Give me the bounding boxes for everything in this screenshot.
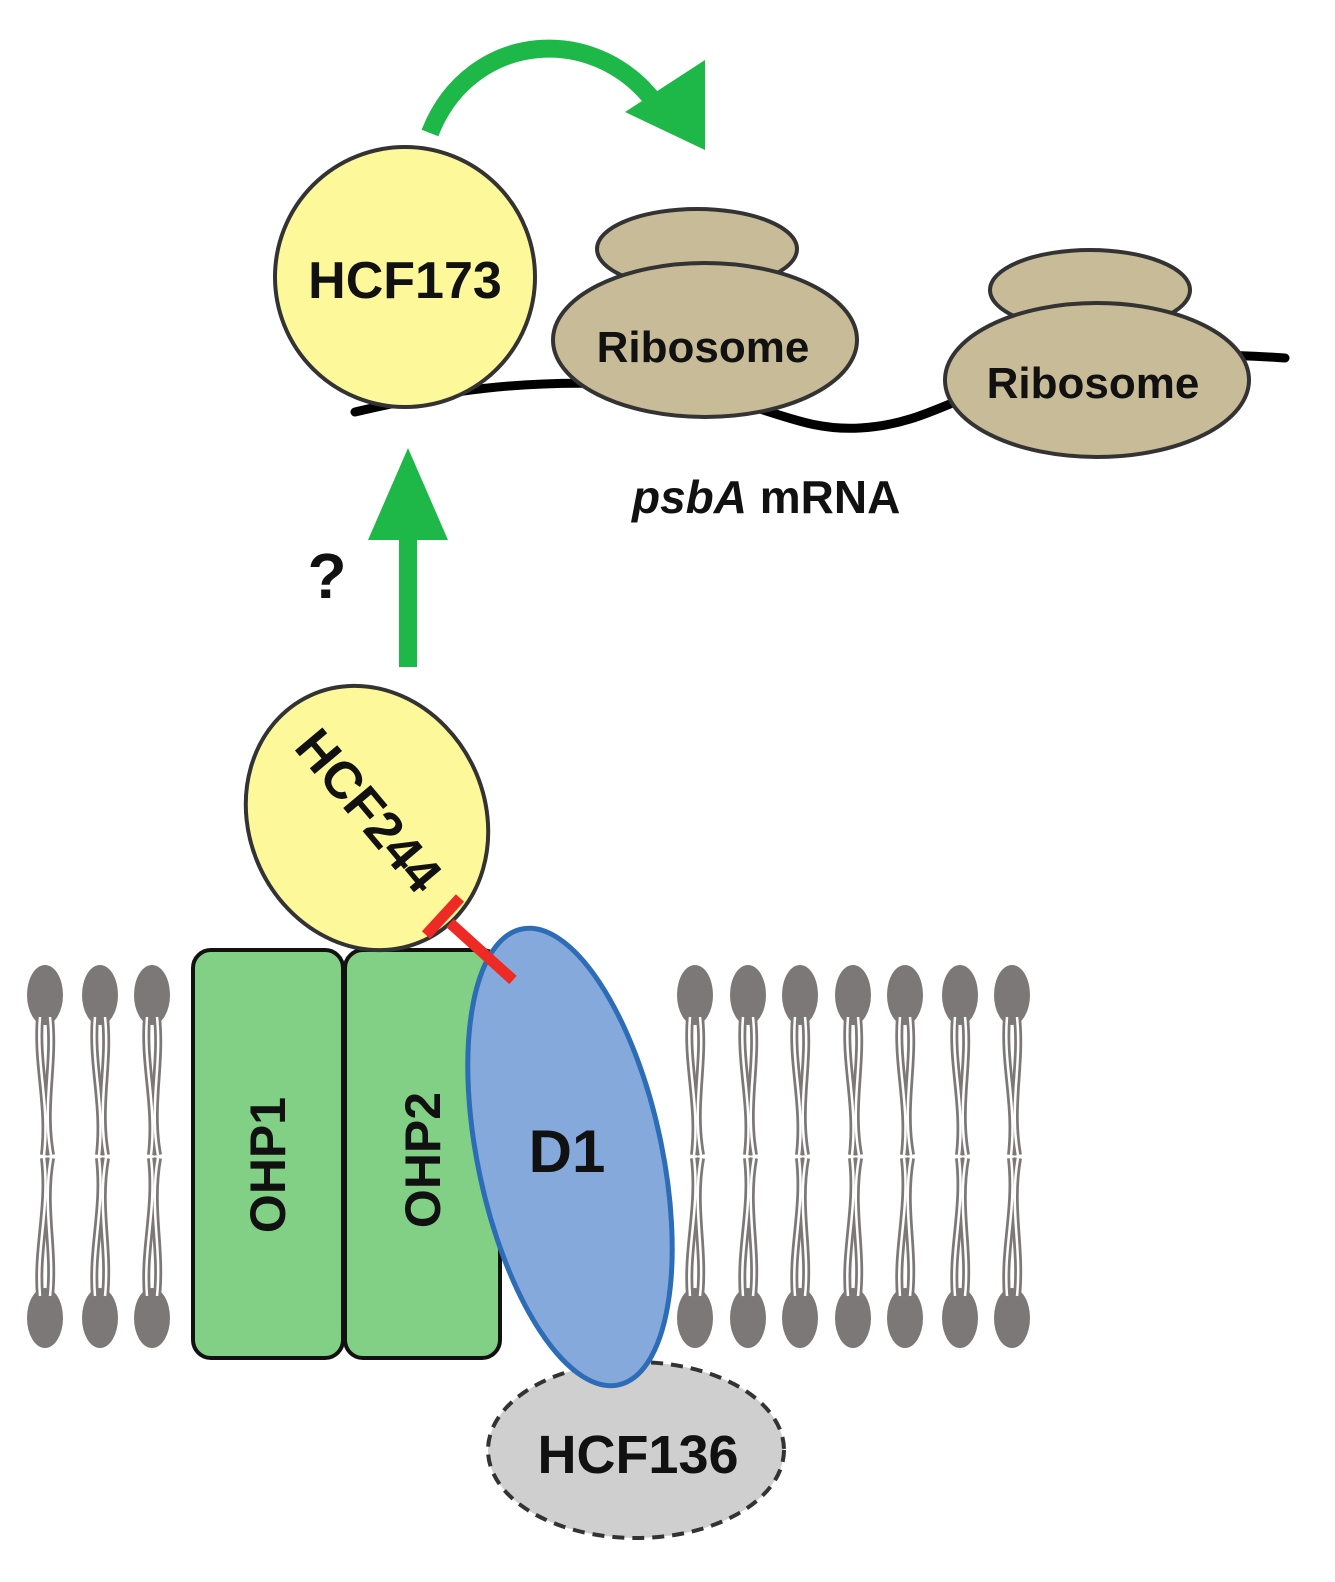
ribosome-large-subunit xyxy=(551,261,859,419)
lipid-top xyxy=(835,965,871,1155)
mrna-suffix: mRNA xyxy=(747,471,900,523)
question-mark: ? xyxy=(307,540,346,612)
lipid-top xyxy=(994,965,1030,1155)
lipid-top xyxy=(82,965,118,1155)
lipid-bottom xyxy=(134,1158,170,1348)
psba-gene-name: psbA xyxy=(630,471,747,523)
lipid-top xyxy=(942,965,978,1155)
ohp1-label: OHP1 xyxy=(240,1097,296,1233)
lipid-top xyxy=(730,965,766,1155)
lipid-bottom xyxy=(730,1158,766,1348)
hcf173: HCF173 xyxy=(273,145,537,409)
lipid-bottom xyxy=(835,1158,871,1348)
curved-activation-arrow xyxy=(421,39,705,150)
hcf173-label: HCF173 xyxy=(308,252,502,310)
lipid-bottom xyxy=(27,1158,63,1348)
ohp1: OHP1 xyxy=(191,948,345,1360)
d1: D1 xyxy=(465,925,675,1389)
lipid-bottom xyxy=(942,1158,978,1348)
lipid-top xyxy=(782,965,818,1155)
lipid-top xyxy=(27,965,63,1155)
d1-ellipse xyxy=(465,925,675,1389)
lipid-top xyxy=(134,965,170,1155)
lipid-top xyxy=(677,965,713,1155)
ribosome-2: Ribosome xyxy=(943,248,1251,459)
ribosome-large-subunit xyxy=(943,301,1251,459)
hcf244: HCF244 xyxy=(243,683,491,953)
hcf173-circle xyxy=(273,145,537,409)
ribosome-2-label: Ribosome xyxy=(987,359,1200,408)
lipid-bilayer-right xyxy=(677,965,1030,1348)
lipid-bottom xyxy=(994,1158,1030,1348)
hcf136-label: HCF136 xyxy=(537,1425,738,1485)
lipid-top xyxy=(887,965,923,1155)
psba-mrna-label: psbA mRNA xyxy=(630,471,900,523)
ohp2-label: OHP2 xyxy=(395,1092,451,1228)
ribosome-1-label: Ribosome xyxy=(597,323,810,372)
hcf244-ellipse xyxy=(243,683,491,953)
vertical-activation-arrow xyxy=(368,448,448,667)
d1-label: D1 xyxy=(529,1118,606,1185)
ribosome-1: Ribosome xyxy=(551,207,859,419)
lipid-bottom xyxy=(887,1158,923,1348)
lipid-bilayer-left xyxy=(27,965,170,1348)
inhibition-line xyxy=(421,894,517,985)
lipid-bottom xyxy=(782,1158,818,1348)
lipid-bottom xyxy=(82,1158,118,1348)
ohp2: OHP2 xyxy=(343,948,502,1360)
lipid-bottom xyxy=(677,1158,713,1348)
hcf136: HCF136 xyxy=(486,1360,786,1540)
